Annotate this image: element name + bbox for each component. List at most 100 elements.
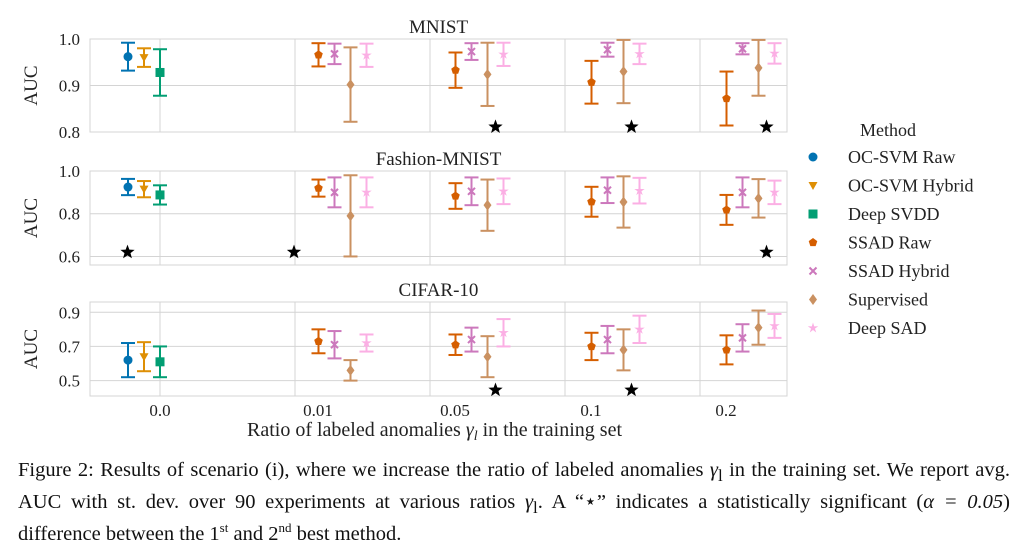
mean-marker (346, 364, 355, 376)
errorbar (767, 312, 782, 339)
legend-label: Deep SVDD (848, 204, 940, 224)
mean-marker (619, 66, 628, 78)
mean-marker (722, 94, 731, 103)
mean-marker (361, 337, 372, 348)
significance-star (759, 244, 774, 259)
errorbar (480, 335, 495, 379)
x-axis-label-text: Ratio of labeled anomalies (247, 419, 466, 441)
mean-marker (451, 65, 460, 74)
y-axis-label: AUC (21, 329, 42, 369)
x-axis-label-gamma: γ (466, 419, 475, 441)
errorbar (464, 326, 479, 353)
errorbar (751, 309, 766, 346)
mean-marker (483, 68, 492, 80)
caption-gamma-sub: l (717, 466, 723, 486)
significance-star (759, 119, 774, 133)
errorbar (767, 179, 782, 206)
significance-star (488, 382, 503, 397)
errorbar (767, 42, 782, 65)
errorbar (311, 328, 326, 355)
errorbar (480, 178, 495, 232)
legend-label: OC-SVM Hybrid (848, 176, 974, 196)
mean-marker (139, 54, 149, 63)
caption-gamma: γ (524, 491, 534, 514)
mean-marker (498, 48, 509, 59)
mean-marker (467, 335, 476, 344)
caption-text: ) difference between the 1 (18, 491, 1010, 546)
errorbar (719, 193, 734, 226)
caption-alpha: α = 0.05 (923, 491, 1004, 514)
errorbar (632, 314, 647, 345)
errorbar (343, 46, 358, 123)
errorbar (327, 176, 342, 209)
errorbar (735, 323, 750, 353)
panel-frame (89, 38, 788, 133)
y-tick-label: 0.5 (59, 372, 80, 391)
mean-marker (754, 192, 763, 204)
y-tick-label: 0.9 (59, 77, 80, 96)
mean-marker (619, 196, 628, 208)
errorbar (600, 176, 615, 205)
y-tick-label: 1.0 (59, 30, 80, 49)
errorbar (153, 48, 167, 97)
mean-marker (467, 187, 476, 196)
caption-text: in the training set. We report avg. AUC … (18, 459, 1010, 514)
x-axis-label-subscript: l (474, 429, 478, 444)
figure-caption: Figure 2: Results of scenario (i), where… (18, 457, 1010, 548)
errorbar (616, 328, 631, 372)
mean-marker (139, 353, 149, 362)
mean-marker (722, 205, 731, 214)
errorbar (137, 47, 151, 68)
errorbar (496, 318, 511, 348)
legend-label: OC-SVM Raw (848, 147, 956, 167)
x-tick-label: 0.0 (149, 401, 170, 420)
errorbar (359, 176, 374, 209)
mean-marker (769, 47, 780, 58)
errorbar (496, 177, 511, 206)
legend-marker (808, 152, 818, 162)
errorbar (137, 180, 151, 199)
mean-marker (634, 323, 645, 334)
legend-item: SSAD Raw (808, 233, 932, 253)
mean-marker (498, 327, 509, 338)
y-axis-label: AUC (21, 65, 42, 105)
mean-marker (619, 344, 628, 356)
mean-marker (498, 185, 509, 196)
caption-text: . A “ (537, 491, 584, 514)
mean-marker (155, 357, 165, 367)
errorbar (359, 333, 374, 353)
errorbar (153, 345, 167, 379)
mean-marker (769, 186, 780, 197)
legend-label: Deep SAD (848, 318, 927, 338)
mean-marker (738, 333, 747, 343)
caption-text: and 2 (228, 523, 279, 546)
errorbar (632, 42, 647, 66)
x-tick-label: 0.05 (440, 401, 470, 420)
mean-marker (587, 341, 596, 351)
x-tick-label: 0.01 (303, 401, 333, 420)
errorbar (311, 178, 326, 198)
mean-marker (738, 188, 747, 197)
panel-frame (89, 170, 788, 266)
mean-marker (123, 355, 133, 365)
errorbar (137, 341, 151, 373)
mean-marker (722, 345, 731, 354)
mean-marker (587, 77, 596, 86)
significance-star (624, 119, 639, 133)
y-tick-label: 0.8 (59, 205, 80, 224)
mean-marker (346, 210, 355, 222)
significance-star (488, 119, 503, 133)
mean-marker (587, 197, 596, 206)
errorbar (496, 41, 511, 67)
panel-frame (89, 301, 788, 397)
panel-title: CIFAR-10 (399, 280, 479, 301)
mean-marker (603, 45, 612, 54)
legend-label: Supervised (848, 290, 928, 310)
legend-marker (808, 238, 818, 247)
y-tick-label: 0.7 (59, 337, 81, 356)
mean-marker (155, 190, 165, 200)
errorbar (327, 42, 342, 66)
legend-label: SSAD Hybrid (848, 261, 950, 281)
